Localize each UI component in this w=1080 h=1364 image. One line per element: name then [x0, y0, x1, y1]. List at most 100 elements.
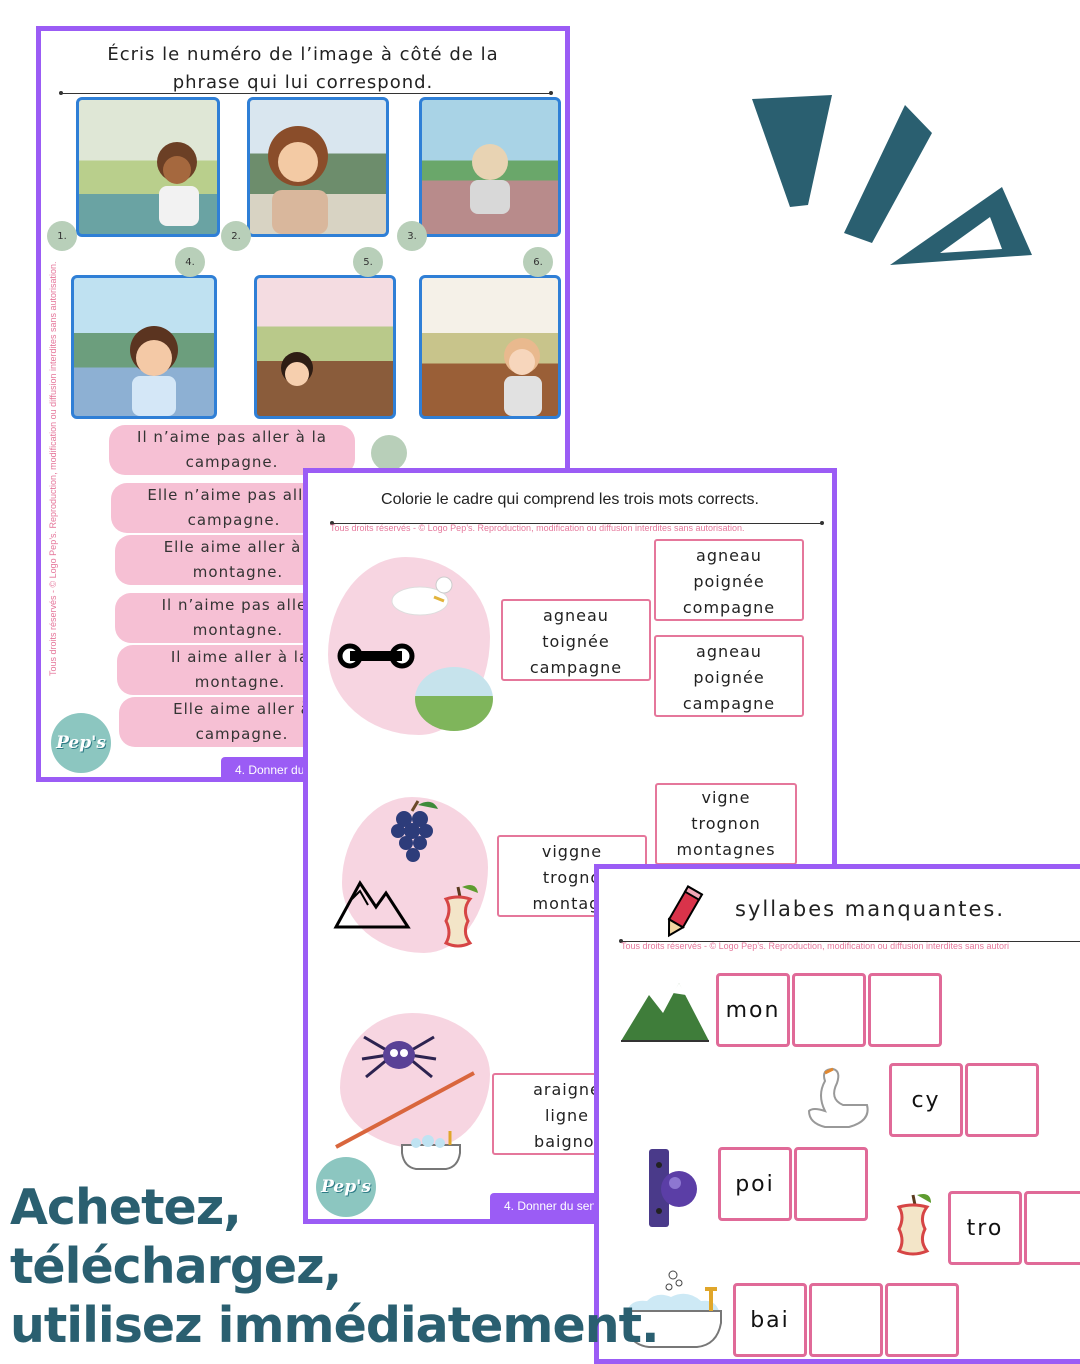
sentence-1: Il n’aime pas aller à la campagne. [109, 425, 355, 475]
sentence-1-line-1: Il n’aime pas aller à la [137, 428, 327, 446]
sentence-6-line-1: Elle aime aller à [173, 700, 311, 718]
boy-smiling-illustration [130, 326, 178, 416]
word: vigne [701, 788, 751, 807]
worksheet-sentences: Écris le numéro de l’image à côté de la … [36, 26, 570, 782]
word: agneau [543, 606, 609, 625]
sentence-3-line-2: montagne. [192, 563, 284, 581]
footer-tab: 4. Donner du sen [490, 1193, 611, 1219]
sentence-2-line-1: Elle n’aime pas aller [147, 486, 321, 504]
picture-number-5: 5. [353, 247, 383, 277]
sentence-4-line-2: montagne. [192, 621, 284, 639]
word: poignée [693, 668, 765, 687]
apple-core-icon [443, 885, 478, 948]
picture-number-1: 1. [47, 221, 77, 251]
title-underline [59, 91, 553, 95]
boy-pouting-illustration [504, 338, 542, 416]
picture-3-boy-arms-crossed [419, 97, 561, 237]
syllable-box-mon[interactable]: mon [716, 973, 790, 1047]
bathtub-icon [624, 1270, 722, 1348]
word: campagne [682, 694, 776, 713]
sentence-1-line-2: campagne. [185, 453, 279, 471]
syllable-box-tro[interactable]: tro [948, 1191, 1022, 1265]
title-underline [619, 939, 1080, 943]
empty-syllable-box[interactable] [965, 1063, 1039, 1137]
picture-blob-3 [340, 1013, 490, 1149]
word: agneau [696, 546, 762, 565]
word-box-2-right-top[interactable]: vigne trognon montagnes [655, 783, 797, 865]
syllable-box-poi[interactable]: poi [718, 1147, 792, 1221]
tagline-line-3: utilisez immédiatement. [10, 1297, 660, 1354]
footer-tab: 4. Donner du [221, 757, 319, 777]
instruction-title: syllabes manquantes. [735, 897, 1005, 921]
tagline: Achetez, téléchargez, utilisez immédiate… [10, 1178, 660, 1355]
sentence-6-line-2: campagne. [195, 725, 289, 743]
word: poignée [693, 572, 765, 591]
decorative-shapes [752, 95, 1032, 265]
girl-laughing-illustration [268, 126, 328, 234]
empty-syllable-box[interactable] [794, 1147, 868, 1221]
shape-right [890, 187, 1032, 265]
sentence-5-line-1: Il aime aller à la [170, 648, 310, 666]
empty-syllable-box[interactable] [868, 973, 942, 1047]
sentence-2-line-2: campagne. [187, 511, 281, 529]
empty-syllable-box[interactable] [885, 1283, 959, 1357]
syllable-box-cy[interactable]: cy [889, 1063, 963, 1137]
word: montagn [532, 894, 612, 913]
apple-core-icon [896, 1194, 931, 1256]
countryside-icon [415, 667, 493, 731]
picture-2-girl-laughing [247, 97, 389, 237]
answer-circle[interactable] [371, 435, 407, 471]
shape-left [752, 95, 832, 207]
pencil-icon [667, 885, 704, 938]
sentence-4-line-1: Il n’aime pas aller [161, 596, 315, 614]
picture-number-6: 6. [523, 247, 553, 277]
swan-icon [807, 1067, 869, 1128]
spider-icon [361, 1035, 437, 1079]
word: viggne [541, 842, 603, 861]
peps-logo: Pep's [51, 713, 111, 773]
picture-6-boy-pouting [419, 275, 561, 419]
word: toignée [542, 632, 610, 651]
word: baignoi [534, 1132, 600, 1151]
empty-syllable-box[interactable] [792, 973, 866, 1047]
word: compagne [682, 598, 776, 617]
logo-text: Pep's [321, 1177, 371, 1197]
boy-sulking-illustration [157, 142, 199, 226]
shape-middle [844, 105, 932, 243]
instruction-title: Écris le numéro de l’image à côté de la … [51, 41, 555, 97]
word: trogno [542, 868, 602, 887]
instruction-line-1: Écris le numéro de l’image à côté de la [107, 44, 499, 65]
tagline-line-1: Achetez, [10, 1179, 242, 1236]
boy-arms-crossed-illustration [470, 144, 510, 214]
syllable-box-bai[interactable]: bai [733, 1283, 807, 1357]
picture-5-girl-smiling [254, 275, 396, 419]
peps-logo: Pep's [316, 1157, 376, 1217]
door-handle-icon [337, 643, 415, 669]
empty-syllable-box[interactable] [809, 1283, 883, 1357]
instruction-line-2: phrase qui lui correspond. [172, 72, 434, 93]
instruction-title: Colorie le cadre qui comprend les trois … [381, 491, 759, 508]
empty-syllable-box[interactable] [1024, 1191, 1080, 1265]
copyright-notice: Tous droits réservés - © Logo Pep’s. Rep… [330, 523, 745, 533]
copyright-notice: Tous droits réservés - © Logo Pep’s. Rep… [621, 941, 1010, 951]
door-knob-icon [649, 1149, 697, 1227]
copyright-notice: Tous droits réservés - © Logo Pep’s. Rep… [48, 261, 58, 676]
tagline-line-2: téléchargez, [10, 1238, 342, 1295]
picture-1-boy-sulking [76, 97, 220, 237]
title-underline [330, 521, 824, 525]
mountain-icon [621, 983, 709, 1042]
picture-number-4: 4. [175, 247, 205, 277]
word-box-1-right-top[interactable]: agneau poignée compagne [654, 539, 804, 621]
word-box-1-right-bottom[interactable]: agneau poignée campagne [654, 635, 804, 717]
mountains-icon [333, 880, 411, 929]
picture-number-2: 2. [221, 221, 251, 251]
sentence-5-line-2: montagne. [194, 673, 286, 691]
worksheet-syllables: syllabes manquantes. Tous droits réservé… [594, 864, 1080, 1364]
line-icon [335, 1071, 475, 1149]
word: campagne [529, 658, 623, 677]
word: agneau [696, 642, 762, 661]
word: montagnes [676, 840, 776, 859]
picture-4-boy-smiling [71, 275, 217, 419]
word: ligne [544, 1106, 590, 1125]
word-box-1-left[interactable]: agneau toignée campagne [501, 599, 651, 681]
